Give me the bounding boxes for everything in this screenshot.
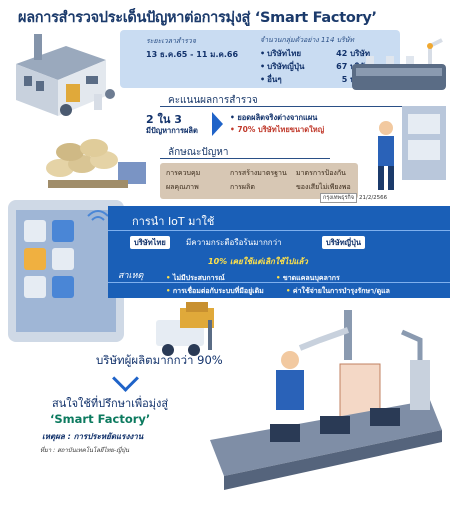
issue-cell: ของเสียไม่เพียงพอ <box>296 183 351 191</box>
score-bullet: • 70% บริษัทไทยขนาดใหญ่ <box>230 125 325 134</box>
iot-heading: การนำ IoT มาใช้ <box>132 215 215 228</box>
smart-factory-label: ‘Smart Factory’ <box>50 412 151 426</box>
score-heading: คะแนนผลการสำรวจ <box>168 95 258 106</box>
tablet-illustration <box>4 196 128 346</box>
iot-panel: การนำ IoT มาใช้ บริษัทไทย มีความกระตือรื… <box>108 206 450 298</box>
arrow-right-icon <box>212 112 223 136</box>
engineer-illustration <box>364 100 450 200</box>
iot-comparison: มีความกระตือรือร้นมากกว่า <box>186 238 282 247</box>
issue-cell: การผลิต <box>230 183 255 191</box>
survey-period: 13 ธ.ค.65 - 11 ม.ค.66 <box>146 50 239 59</box>
consult-text: สนใจใช้ที่ปรึกษาเพื่อมุ่งสู่ <box>52 397 169 410</box>
score-bullet: • ยอดผลิตจริงต่างจากแผน <box>230 113 318 122</box>
forklift-illustration <box>150 300 240 360</box>
production-line-illustration <box>180 300 450 508</box>
factory-illustration <box>6 24 118 124</box>
thai-company-pill: บริษัทไทย <box>130 236 170 249</box>
issue-cell: การสร้างมาตรฐาน <box>230 169 287 177</box>
issues-heading: ลักษณะปัญหา <box>168 147 229 158</box>
brand-logo: กรุงเทพธุรกิจ <box>320 193 357 203</box>
survey-period-label: ระยะเวลาสำรวจ <box>146 37 196 45</box>
issue-cell: มาตรการป้องกัน <box>296 169 346 177</box>
materials-illustration <box>40 128 150 198</box>
divider <box>108 282 450 283</box>
reason-item: • ค่าใช้จ่ายในการบำรุงรักษา/ดูแล <box>286 287 390 295</box>
page-title: ผลการสำรวจประเด็นปัญหาต่อการมุ่งสู่ ‘Sma… <box>18 10 377 26</box>
reason-item: • การเชื่อมต่อกับระบบที่มีอยู่เดิม <box>166 287 264 295</box>
credit-date: 21/2/2566 <box>358 195 388 201</box>
score-desc: มีปัญหาการผลิต <box>146 126 198 135</box>
reason-item: • ไม่มีประสบการณ์ <box>166 274 225 282</box>
score-ratio: 2 ใน 3 <box>146 113 182 126</box>
consult-reason: เหตุผล : การประหยัดแรงงาน <box>42 432 144 441</box>
survey-sample-label: จำนวนกลุ่มตัวอย่าง 114 บริษัท <box>260 36 355 44</box>
reason-item: • ขาดแคลนบุคลากร <box>276 274 340 282</box>
robot-arm-illustration <box>346 36 450 96</box>
consult-percent: บริษัทผู้ผลิตมากกว่า 90% <box>96 353 223 367</box>
reasons-heading: สาเหตุ <box>118 271 144 281</box>
source-note: ที่มา : สถาบันเทคโนโลยีไทย-ญี่ปุ่น <box>40 447 130 454</box>
japan-company-pill: บริษัทญี่ปุ่น <box>322 236 365 249</box>
iot-highlight: 10% เคยใช้แต่เลิกใช้ไปแล้ว <box>208 257 308 266</box>
divider <box>160 158 330 159</box>
divider <box>160 106 410 107</box>
divider <box>108 230 450 231</box>
issue-cell: ผลคุณภาพ <box>166 183 199 191</box>
issue-cell: การควบคุม <box>166 169 201 177</box>
